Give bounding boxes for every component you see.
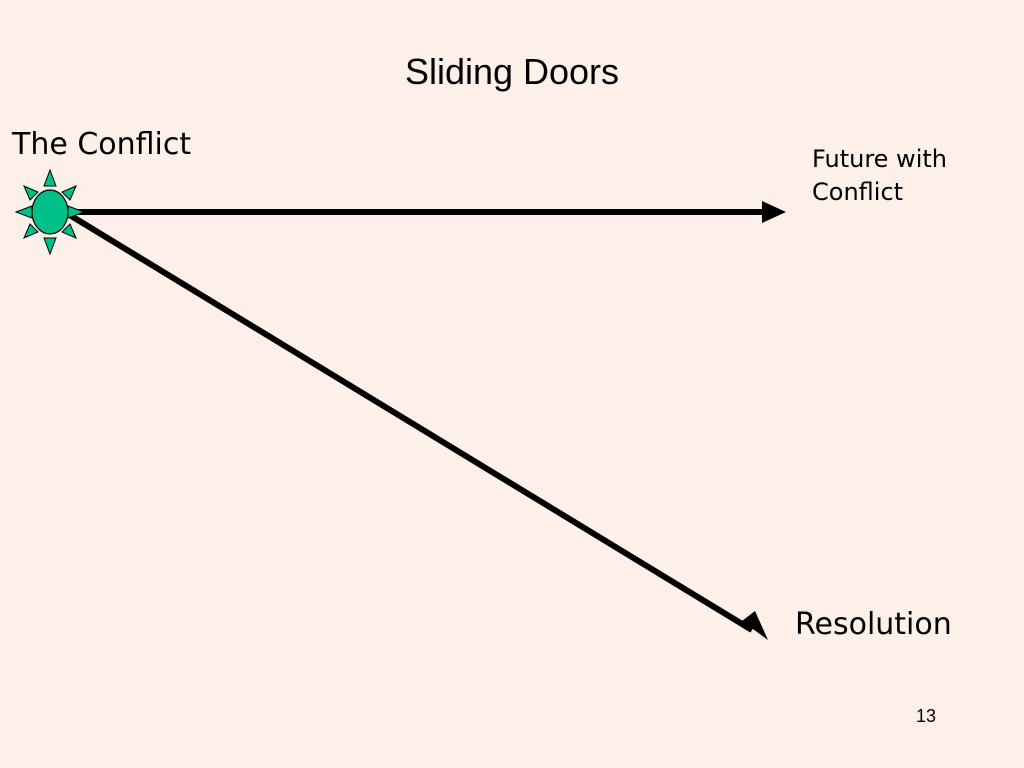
page-number: 13 [915,706,936,726]
resolution-label: Resolution [795,607,952,642]
sun-icon [14,168,86,256]
slide-title: Sliding Doors [404,51,620,92]
arrow-to-resolution [66,211,768,640]
arrow-to-future-with-conflict [70,201,786,223]
future-with-conflict-label: Future with Conflict [812,143,1012,209]
future-label-line-2: Conflict [812,178,904,206]
future-label-line-1: Future with [812,145,947,173]
start-label: The Conflict [12,127,192,162]
